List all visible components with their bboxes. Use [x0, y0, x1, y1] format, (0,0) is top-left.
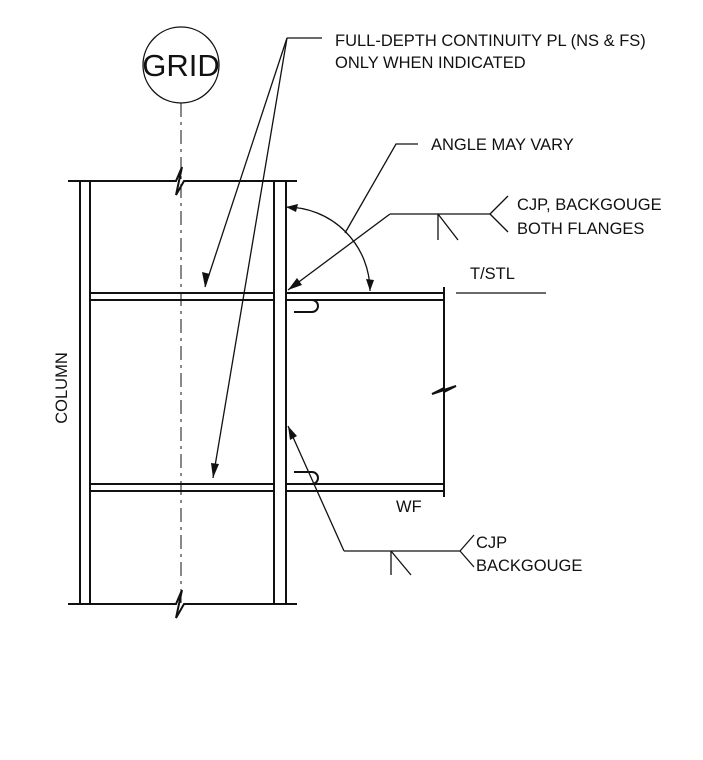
column-top-break-line: [68, 166, 297, 196]
weld-access-hole-bottom: [294, 471, 319, 485]
angle-leader: [344, 143, 418, 234]
weld-bottom-tail-upper: [459, 534, 475, 552]
column-bottom-break-line: [68, 589, 297, 619]
continuity-leaders: [202, 37, 322, 479]
wf-label: WF: [396, 498, 422, 516]
angle-note: ANGLE MAY VARY: [431, 136, 574, 154]
grid-label: GRID: [142, 48, 220, 83]
weld-top-arrowhead: [288, 278, 302, 290]
continuity-note-line2: ONLY WHEN INDICATED: [335, 54, 526, 72]
angle-arc-arrow-top: [286, 204, 298, 212]
weld-symbol-top: [287, 195, 509, 291]
weld-bottom-arrow-line: [287, 425, 345, 552]
weld-access-hole-top: [294, 299, 319, 313]
continuity-plates: [90, 292, 274, 492]
column-label: COLUMN: [53, 352, 71, 424]
cjp-bottom-note-line2: BACKGOUGE: [476, 557, 582, 575]
weld-bottom-arrowhead: [288, 426, 297, 440]
angle-arc: [285, 206, 371, 292]
weld-bottom-tail-lower: [459, 550, 475, 568]
weld-top-tail-upper: [489, 195, 509, 215]
continuity-leader-bottom: [212, 37, 288, 479]
column: [68, 166, 297, 619]
weld-top-tail-lower: [489, 213, 509, 233]
continuity-leader-bottom-arrow: [211, 463, 219, 478]
cjp-top-note-line2: BOTH FLANGES: [517, 220, 644, 238]
continuity-leader-top: [204, 37, 288, 288]
cjp-bottom-note-line1: CJP: [476, 534, 507, 552]
angle-arc-arrow-bottom: [366, 279, 374, 291]
weld-bottom-bevel-slope: [390, 550, 412, 576]
weld-top-bevel-slope: [437, 213, 459, 241]
tstl-label: T/STL: [470, 265, 515, 283]
beam-break-line: [431, 287, 457, 497]
grid-bubble: GRID: [142, 26, 220, 104]
weld-top-arrow-line: [287, 213, 391, 291]
continuity-note-line1: FULL-DEPTH CONTINUITY PL (NS & FS): [335, 32, 646, 50]
wf-beam: [286, 287, 457, 497]
continuity-leader-top-arrow: [202, 272, 210, 287]
weld-symbol-bottom: [287, 425, 475, 576]
cjp-top-note-line1: CJP, BACKGOUGE: [517, 196, 662, 214]
